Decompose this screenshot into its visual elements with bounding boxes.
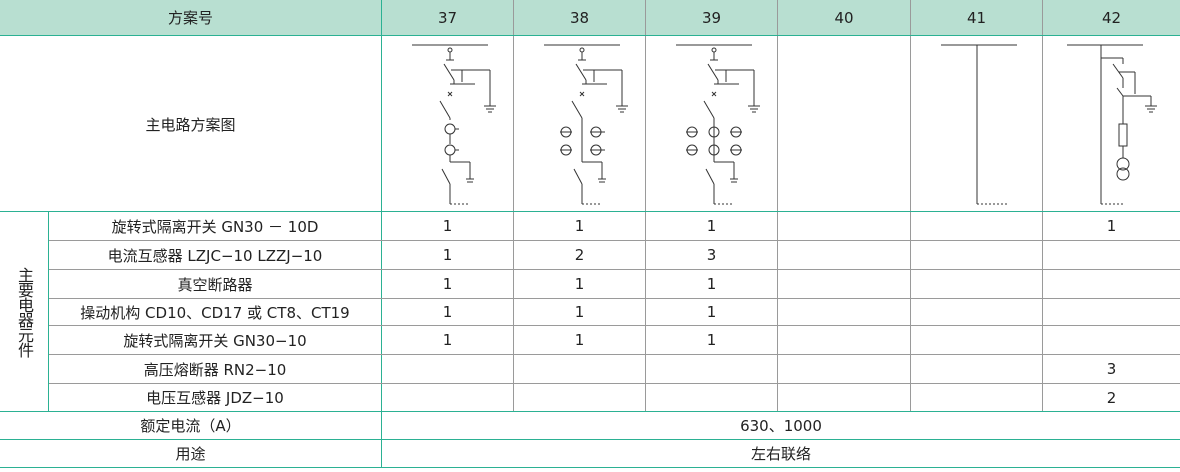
- quantity-cell: [778, 212, 910, 240]
- component-name: 旋转式隔离开关 GN30 － 10D: [111, 217, 319, 236]
- quantity-cell: [911, 384, 1042, 411]
- quantity-cell: 1: [706, 331, 717, 349]
- quantity-cell: 1: [574, 331, 585, 349]
- component-name: 电流互感器 LZJC−10 LZZJ−10: [107, 246, 323, 265]
- quantity-cell: [514, 384, 645, 411]
- quantity-cell: [1043, 299, 1180, 325]
- quantity-cell: [1043, 270, 1180, 298]
- grid-line: [0, 439, 1180, 440]
- header-label: 方案号: [167, 9, 213, 27]
- quantity-cell: [382, 384, 513, 411]
- quantity-cell: [778, 326, 910, 354]
- quantity-cell: 3: [1106, 360, 1117, 378]
- quantity-cell: 2: [1106, 388, 1117, 407]
- diagram-row-label: 主电路方案图: [145, 115, 236, 134]
- rated-current-label: 额定电流（A）: [140, 417, 241, 435]
- grid-line: [1042, 0, 1043, 412]
- scheme-41-header: 41: [966, 8, 987, 27]
- quantity-cell: 3: [706, 246, 717, 264]
- circuit-diagram-38: [544, 44, 628, 205]
- scheme-42-header: 42: [1101, 8, 1122, 27]
- grid-line: [48, 212, 49, 412]
- circuit-diagram-37: [412, 44, 496, 205]
- header-row: [0, 0, 1180, 35]
- grid-line: [49, 354, 1180, 355]
- component-name: 高压熔断器 RN2−10: [143, 360, 287, 379]
- quantity-cell: 2: [574, 246, 585, 264]
- quantity-cell: 1: [706, 303, 717, 321]
- component-name: 操动机构 CD10、CD17 或 CT8、CT19: [80, 303, 350, 322]
- quantity-cell: [911, 212, 1042, 240]
- quantity-cell: [911, 299, 1042, 325]
- usage-label: 用途: [175, 445, 206, 463]
- quantity-cell: [382, 355, 513, 383]
- quantity-cell: [1043, 241, 1180, 269]
- quantity-cell: 1: [442, 275, 453, 293]
- quantity-cell: 1: [574, 217, 585, 235]
- component-name: 旋转式隔离开关 GN30−10: [123, 331, 307, 350]
- quantity-cell: [778, 270, 910, 298]
- usage-value: 左右联络: [750, 445, 811, 463]
- quantity-cell: 1: [574, 275, 585, 293]
- grid-line: [381, 0, 382, 468]
- quantity-cell: [778, 299, 910, 325]
- quantity-cell: [911, 326, 1042, 354]
- quantity-cell: 1: [442, 217, 453, 235]
- circuit-diagram-39: [676, 44, 760, 205]
- component-name: 真空断路器: [177, 275, 253, 294]
- circuit-diagram-42: [1067, 44, 1157, 205]
- quantity-cell: [778, 355, 910, 383]
- quantity-cell: [911, 355, 1042, 383]
- quantity-cell: [778, 241, 910, 269]
- grid-line: [777, 0, 778, 412]
- rated-current-value: 630、1000: [740, 417, 822, 435]
- quantity-cell: [911, 241, 1042, 269]
- quantity-cell: 1: [706, 275, 717, 293]
- quantity-cell: [911, 270, 1042, 298]
- circuit-diagram-41: [941, 44, 1017, 205]
- quantity-cell: [646, 355, 777, 383]
- main-components-group-label: 主要电器元件: [15, 267, 34, 357]
- quantity-cell: [778, 384, 910, 411]
- quantity-cell: 1: [706, 217, 717, 235]
- quantity-cell: 1: [442, 303, 453, 321]
- grid-line: [49, 240, 1180, 241]
- scheme-37-header: 37: [437, 8, 458, 27]
- grid-line: [49, 383, 1180, 384]
- component-name: 电压互感器 JDZ−10: [146, 389, 284, 407]
- quantity-cell: 1: [442, 331, 453, 349]
- quantity-cell: [1043, 326, 1180, 354]
- grid-line: [49, 298, 1180, 299]
- quantity-cell: [514, 355, 645, 383]
- grid-line: [0, 411, 1180, 412]
- scheme-38-header: 38: [569, 8, 590, 27]
- quantity-cell: [646, 384, 777, 411]
- grid-line: [910, 0, 911, 412]
- scheme-40-header: 40: [834, 8, 854, 27]
- grid-line: [513, 0, 514, 412]
- grid-line: [0, 35, 1180, 36]
- grid-line: [0, 211, 1180, 212]
- quantity-cell: 1: [574, 303, 585, 321]
- grid-line: [49, 269, 1180, 270]
- quantity-cell: 1: [442, 246, 453, 264]
- grid-line: [645, 0, 646, 412]
- grid-line: [0, 467, 1180, 468]
- quantity-cell: 1: [1106, 217, 1117, 235]
- grid-line: [49, 325, 1180, 326]
- scheme-39-header: 39: [701, 8, 722, 27]
